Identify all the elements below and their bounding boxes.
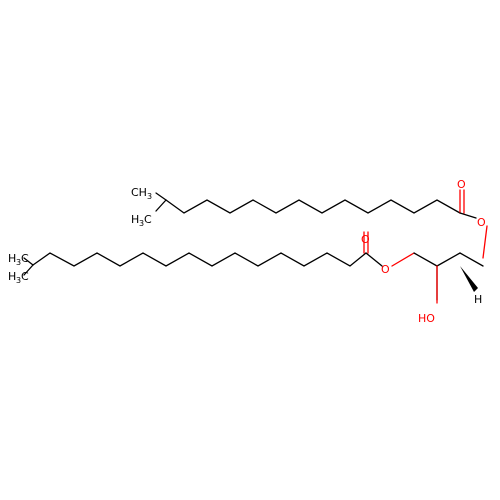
- lower-ch3-label: H 3 C: [8, 252, 29, 267]
- stereo-hydrogen-label: H: [474, 293, 482, 306]
- svg-text:H: H: [131, 213, 139, 226]
- svg-text:3: 3: [16, 258, 21, 267]
- svg-text:3: 3: [16, 276, 21, 285]
- lower-chain-bonds: [23, 252, 367, 276]
- upper-ch3-label: CH 3: [131, 186, 152, 201]
- svg-text:3: 3: [147, 192, 152, 201]
- upper-h3c-label: H 3 C: [131, 213, 152, 228]
- upper-carbonyl-oxygen: O: [457, 178, 466, 191]
- svg-text:C: C: [21, 252, 29, 265]
- upper-ester-oxygen: O: [477, 216, 486, 229]
- upper-carbonyl: [459, 189, 465, 214]
- hydroxyl-label: HO: [418, 312, 435, 325]
- glycerol-backbone-bonds: [365, 252, 484, 301]
- lower-carbonyl-oxygen: O: [361, 233, 370, 246]
- lower-ester-oxygen: O: [381, 263, 390, 276]
- svg-text:H: H: [8, 252, 16, 265]
- lower-h3c-label: H 3 C: [8, 270, 29, 285]
- svg-text:3: 3: [139, 219, 144, 228]
- lower-carbonyl: [363, 231, 369, 254]
- stereo-wedge-bond: [460, 266, 478, 292]
- svg-text:C: C: [21, 270, 29, 283]
- svg-text:H: H: [8, 270, 16, 283]
- upper-ester-bonds: [459, 212, 488, 259]
- svg-text:CH: CH: [131, 186, 147, 199]
- svg-text:C: C: [144, 213, 152, 226]
- upper-chain-bonds: [155, 192, 461, 214]
